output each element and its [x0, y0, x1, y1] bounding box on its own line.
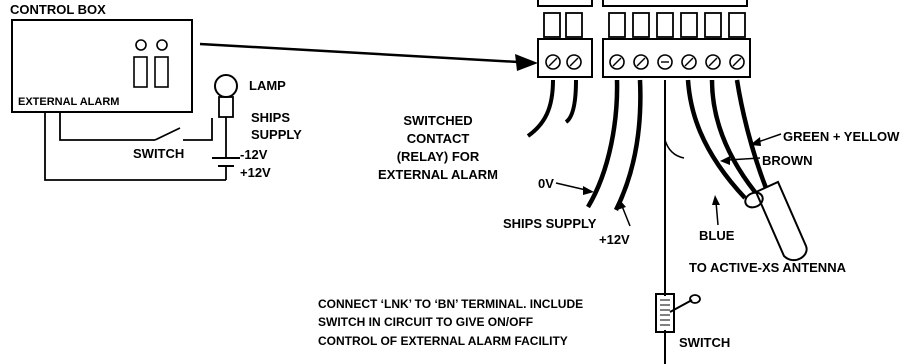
- screw-terminal-6b: [633, 54, 649, 70]
- switch-contact: [154, 127, 181, 141]
- terminal-labels: SWITCHED CONTACT (RELAY) FOR EXTERNAL AL…: [378, 113, 900, 350]
- zero-v-label: 0V: [538, 176, 554, 191]
- screw-terminal-6f: [729, 54, 745, 70]
- switch-label-left: SWITCH: [133, 146, 184, 161]
- relay-for-label: (RELAY) FOR: [397, 149, 480, 164]
- control-box-label: CONTROL BOX: [10, 2, 106, 17]
- to-antenna-label: TO ACTIVE-XS ANTENNA: [689, 260, 847, 275]
- lamp-label: LAMP: [249, 78, 286, 93]
- label-pointers: [555, 133, 782, 227]
- ships-label: SHIPS: [251, 110, 290, 125]
- external-alarm-mid-label: EXTERNAL ALARM: [378, 167, 498, 182]
- screw-terminal-6c: [657, 54, 673, 70]
- note-line-3: CONTROL OF EXTERNAL ALARM FACILITY: [318, 334, 568, 348]
- screw-terminal-6d: [681, 54, 697, 70]
- note-line-2: SWITCH IN CIRCUIT TO GIVE ON/OFF: [318, 315, 533, 329]
- supply-label: SUPPLY: [251, 127, 302, 142]
- inline-switch-symbol: [655, 293, 701, 333]
- switch-label-bottom: SWITCH: [679, 335, 730, 350]
- plus-12v-label-mid: +12V: [599, 232, 630, 247]
- contact-label: CONTACT: [407, 131, 470, 146]
- switched-label: SWITCHED: [403, 113, 472, 128]
- alarm-circuit: LAMP SHIPS SUPPLY SWITCH -12V +12V: [44, 74, 302, 181]
- terminal-block-6: [602, 0, 751, 78]
- screw-terminal-2a: [545, 54, 561, 70]
- ships-supply-label: SHIPS SUPPLY: [503, 216, 597, 231]
- installation-note: CONNECT ‘LNK’ TO ‘BN’ TERMINAL. INCLUDE …: [318, 297, 583, 348]
- battery-symbol: [212, 117, 240, 180]
- control-box: CONTROL BOX EXTERNAL ALARM: [10, 2, 193, 113]
- brown-label: BROWN: [762, 153, 813, 168]
- terminal-block-2: [537, 0, 593, 78]
- lnk-wire: [664, 80, 685, 364]
- control-box-outline: [11, 19, 193, 113]
- screw-terminal-2b: [566, 54, 582, 70]
- relay-contact-wires: [526, 79, 578, 138]
- blue-label: BLUE: [699, 228, 735, 243]
- antenna-cable-wires: [685, 79, 769, 200]
- note-line-1: CONNECT ‘LNK’ TO ‘BN’ TERMINAL. INCLUDE: [318, 297, 583, 311]
- minus-12v-label: -12V: [240, 147, 268, 162]
- control-box-terminals: [133, 39, 169, 88]
- green-yellow-label: GREEN + YELLOW: [783, 129, 900, 144]
- external-alarm-label: EXTERNAL ALARM: [18, 96, 119, 108]
- screw-terminal-6e: [705, 54, 721, 70]
- lamp-symbol: [214, 74, 238, 118]
- connection-arrow: [199, 42, 538, 71]
- ships-supply-wires: [586, 79, 643, 212]
- antenna-cable-sleeve: [744, 180, 808, 262]
- screw-terminal-6a: [609, 54, 625, 70]
- plus-12v-label-left: +12V: [240, 165, 271, 180]
